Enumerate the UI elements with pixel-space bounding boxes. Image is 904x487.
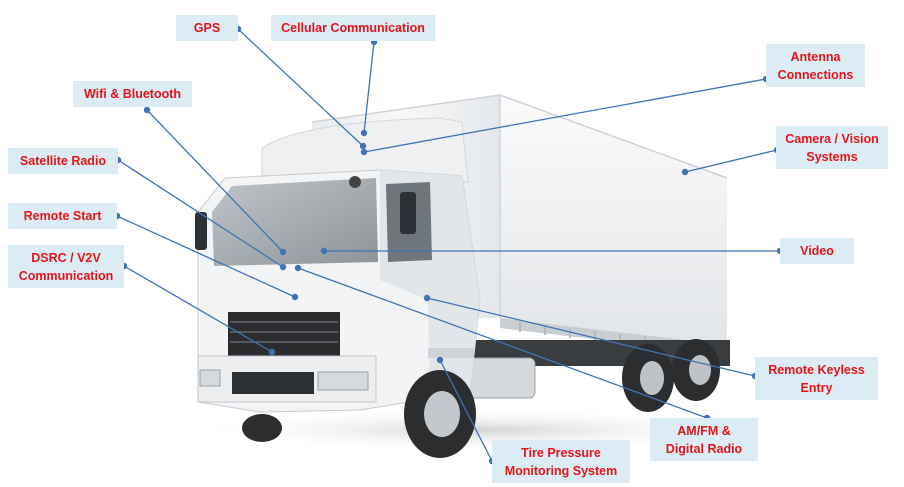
- leader-dsrc: [123, 265, 273, 353]
- callout-satellite: Satellite Radio: [8, 148, 118, 174]
- leader-antenna: [363, 78, 767, 153]
- leader-wifi: [146, 109, 284, 253]
- left-mirror: [195, 212, 207, 250]
- windshield: [212, 178, 378, 266]
- leader-camera: [684, 149, 778, 173]
- end-satellite: [279, 263, 287, 271]
- end-tpms: [436, 356, 444, 364]
- end-video: [320, 247, 328, 255]
- end-cellular: [360, 129, 368, 137]
- callout-cellular: Cellular Communication: [271, 15, 435, 41]
- ground-shadow: [180, 408, 780, 452]
- rear-hub-1: [640, 361, 664, 395]
- callout-wifi: Wifi & Bluetooth: [73, 81, 192, 107]
- end-keyless: [423, 294, 431, 302]
- end-wifi: [279, 248, 287, 256]
- callout-amfm: AM/FM &Digital Radio: [650, 418, 758, 461]
- side-mirror: [400, 192, 416, 234]
- leader-remote-start: [116, 215, 296, 298]
- cargo-box-side: [500, 95, 727, 345]
- callout-gps: GPS: [176, 15, 238, 41]
- front-hub: [424, 391, 460, 437]
- end-camera: [681, 168, 689, 176]
- end-antenna: [360, 148, 368, 156]
- end-amfm: [294, 264, 302, 272]
- grille-slats: [230, 321, 338, 343]
- end-dsrc: [268, 348, 276, 356]
- callout-amfm-label: AM/FM &Digital Radio: [665, 423, 743, 456]
- front-wheel-left: [242, 414, 282, 442]
- end-remote-start: [291, 293, 299, 301]
- headlight-left: [199, 369, 221, 387]
- leader-satellite: [117, 159, 284, 268]
- callout-video-label: Video: [800, 244, 834, 258]
- rear-hub-2: [689, 355, 711, 385]
- truck-illustration: [180, 94, 780, 458]
- leader-cellular: [363, 41, 375, 134]
- fuel-tank: [464, 357, 536, 399]
- leader-gps: [237, 28, 364, 147]
- callout-remote-start-label: Remote Start: [23, 209, 102, 223]
- callout-wifi-label: Wifi & Bluetooth: [83, 87, 182, 101]
- end-gps: [359, 142, 367, 150]
- grille: [228, 312, 340, 356]
- leader-tpms: [439, 359, 493, 462]
- headlight-right: [317, 371, 369, 391]
- step: [428, 348, 474, 358]
- dot-wifi: [143, 106, 151, 114]
- callout-satellite-label: Satellite Radio: [19, 154, 107, 168]
- bumper-vent: [232, 372, 314, 394]
- callout-cellular-label: Cellular Communication: [281, 21, 425, 35]
- roof-antenna: [349, 176, 361, 188]
- callout-remote-start: Remote Start: [8, 203, 117, 229]
- leader-keyless: [426, 297, 756, 377]
- callout-video: Video: [780, 238, 854, 264]
- callout-gps-label: GPS: [193, 21, 221, 35]
- leader-amfm: [297, 267, 708, 419]
